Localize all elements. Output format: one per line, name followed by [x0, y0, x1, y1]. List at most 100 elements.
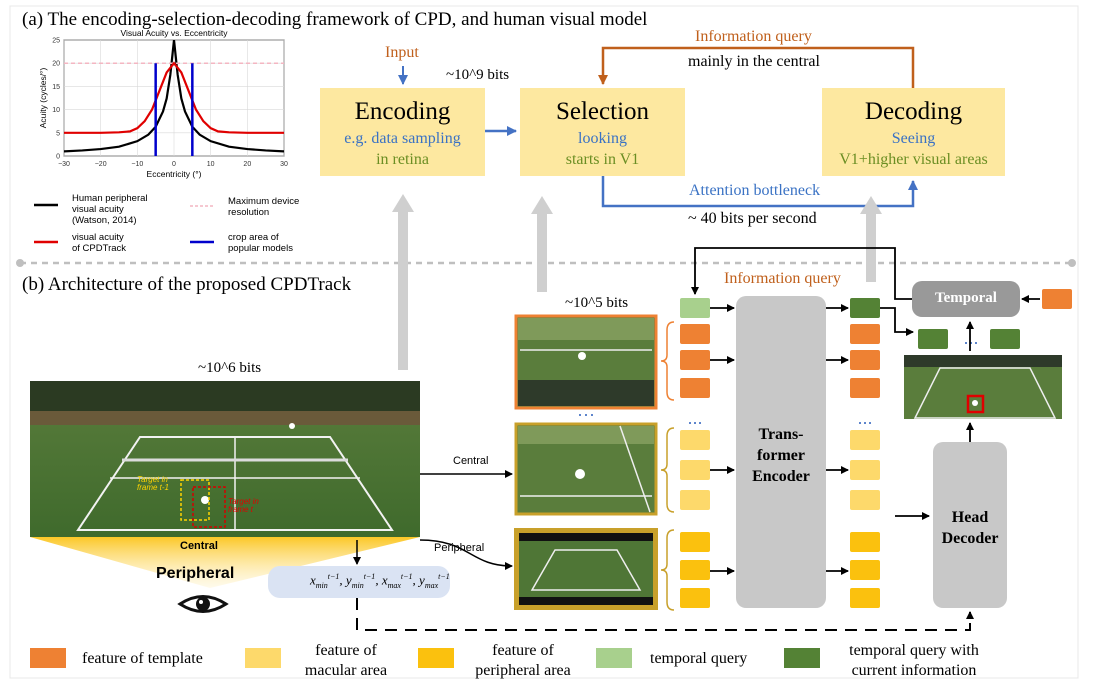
x-tick-label: −10 [131, 161, 143, 168]
target-box-prev [180, 479, 210, 521]
temporal-query-token [680, 298, 710, 318]
legend-temporal-current-label: temporal query with current information [849, 642, 979, 679]
curly-brace [660, 427, 675, 513]
macular-token [680, 430, 710, 450]
temporal-label: Temporal [935, 290, 997, 306]
encoding-title: Encoding [354, 98, 451, 125]
main-tennis-image [30, 381, 420, 537]
temporal-template-token [1042, 289, 1072, 309]
output-tennis-image [904, 355, 1062, 419]
template-token [680, 324, 710, 344]
central-arrow-label: Central [453, 455, 489, 467]
peripheral-crop-image [514, 528, 658, 610]
information-query-label: Information query [695, 28, 812, 45]
legend-swatch [30, 648, 66, 668]
legend-swatch [418, 648, 454, 668]
legend-swatch [784, 648, 820, 668]
peripheral-token [850, 560, 880, 580]
part-b-title: (b) Architecture of the proposed CPDTrac… [22, 274, 352, 295]
info-query-b-label: Information query [724, 270, 841, 287]
legend-peripheral-label: feature of peripheral area [475, 642, 571, 679]
temporal-block [912, 281, 1020, 317]
legend-swatch [245, 648, 281, 668]
template-token [850, 324, 880, 344]
encoding-line1: e.g. data sampling [344, 130, 461, 147]
selection-line2: starts in V1 [565, 151, 640, 168]
peripheral-arrow [419, 539, 513, 570]
information-query-arrow [598, 46, 915, 88]
feature-tokens: ......... [660, 289, 1072, 611]
temporal-history-token [990, 329, 1020, 349]
architecture-arrows [691, 247, 1040, 575]
dots: ... [963, 328, 978, 348]
divider-end-right [1068, 259, 1076, 267]
template-token [850, 378, 880, 398]
target-prev-label: Target in frame t-1 [137, 475, 170, 492]
decoding-line1: Seeing [891, 130, 936, 147]
y-axis-label: Acuity (cycles/°) [38, 68, 48, 129]
bbox-formula-pill [268, 566, 450, 598]
legend-macular-label: feature of macular area [304, 642, 388, 679]
bits-1e9: ~10^9 bits [446, 67, 510, 83]
peripheral-token [680, 532, 710, 552]
macular-token [680, 460, 710, 480]
series-line-2 [64, 61, 284, 134]
bbox-formula: xmint−1, ymint−1, xmaxt−1, ymaxt−1 [310, 572, 450, 590]
x-tick-label: 20 [243, 161, 251, 168]
selection-line1: looking [578, 130, 627, 147]
outer-frame [9, 5, 1079, 679]
peripheral-big-label: Peripheral [156, 565, 235, 582]
svg-text:···: ··· [577, 404, 595, 424]
peripheral-arrow-label: Peripheral [434, 542, 485, 554]
macular-token [850, 490, 880, 510]
macular-token [850, 460, 880, 480]
peripheral-token [850, 532, 880, 552]
target-current-label: Target in frame t [228, 497, 259, 514]
chart-title: Visual Acuity vs. Eccentricity [120, 28, 228, 38]
x-tick-label: −20 [95, 161, 107, 168]
transformer-encoder-block [736, 296, 826, 608]
peripheral-token [680, 588, 710, 608]
encoding-box [320, 88, 485, 176]
encoding-line2: in retina [376, 151, 429, 168]
x-tick-label: −30 [58, 161, 70, 168]
selection-box [520, 88, 685, 176]
part-a-title: (a) The encoding-selection-decoding fram… [22, 9, 648, 30]
template-token [680, 378, 710, 398]
y-tick-label: 5 [56, 130, 60, 137]
temporal-current-token [850, 298, 880, 318]
y-tick-label: 15 [52, 84, 60, 91]
legend-b [30, 648, 820, 668]
decoding-line2: V1+higher visual areas [839, 151, 988, 168]
curly-brace [660, 529, 675, 611]
decoding-box [822, 88, 1005, 176]
bits-40-label: ~ 40 bits per second [688, 210, 817, 227]
legend-template-label: feature of template [82, 650, 203, 667]
legend-temporal-label: temporal query [650, 650, 748, 667]
macular-crop-image [514, 422, 658, 516]
y-tick-label: 0 [56, 154, 60, 161]
head-decoder-block [933, 442, 1007, 608]
x-tick-label: 0 [172, 161, 176, 168]
vision-cone [30, 537, 420, 588]
y-tick-label: 10 [52, 107, 60, 114]
template-token [850, 350, 880, 370]
dots: ... [857, 408, 872, 428]
x-tick-label: 30 [280, 161, 288, 168]
divider-end-left [16, 259, 24, 267]
bits-1e6: ~10^6 bits [198, 360, 262, 376]
peripheral-token [850, 588, 880, 608]
template-crop-image [514, 314, 658, 410]
bits-1e5: ~10^5 bits [565, 295, 629, 311]
attention-bottleneck-label: Attention bottleneck [689, 182, 821, 199]
gray-up-arrows [392, 194, 882, 370]
decoding-title: Decoding [864, 98, 963, 125]
